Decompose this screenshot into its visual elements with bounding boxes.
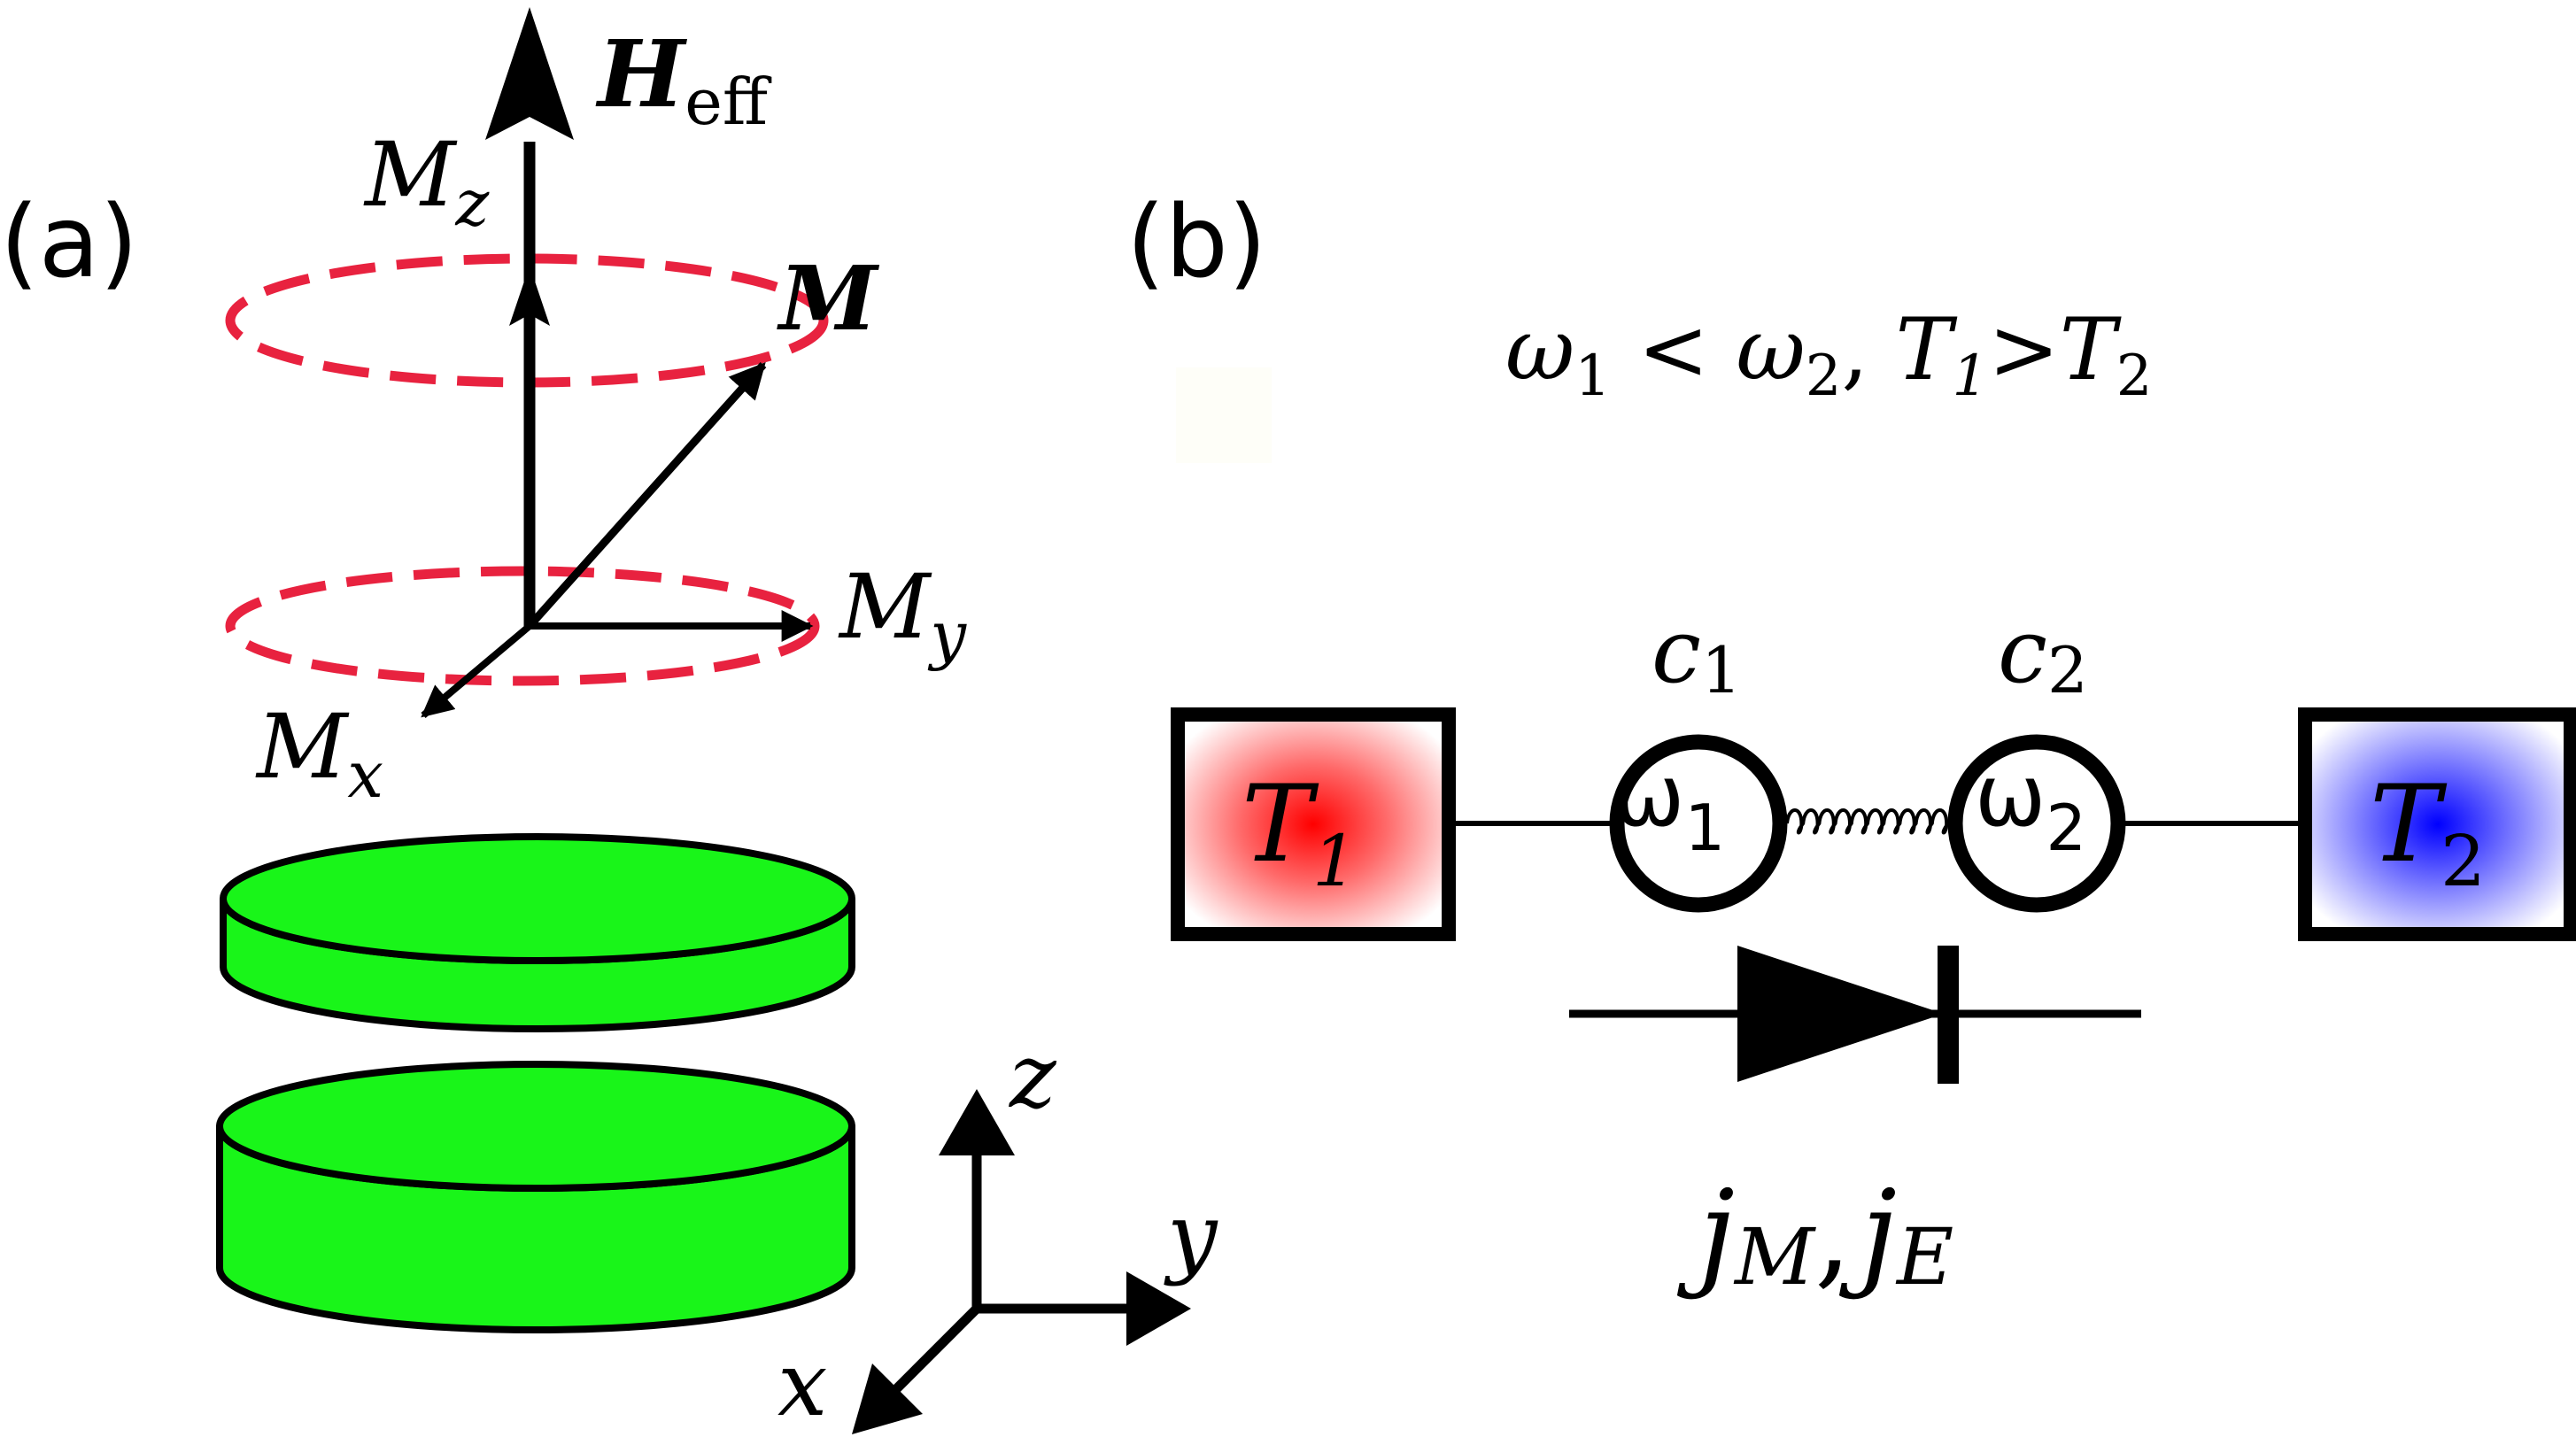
oscillator-1-label: ω1 <box>1613 746 1725 865</box>
panel-a-label: (a) <box>0 185 138 300</box>
upper-disk <box>220 833 855 1032</box>
panel-b-label: (b) <box>1126 185 1266 300</box>
m-label: M <box>777 246 880 351</box>
coupling-spring <box>1785 808 1950 835</box>
c1-label: c1 <box>1652 599 1742 707</box>
hot-bath-label: T1 <box>1242 763 1358 902</box>
lower-disk <box>216 1061 855 1333</box>
current-label: jM,jE <box>1676 1165 1953 1302</box>
oscillator-1 <box>1609 734 1788 913</box>
axis-y-label: y <box>1164 1184 1218 1287</box>
faint-square <box>1176 367 1272 463</box>
cold-bath-box <box>2298 707 2576 941</box>
oscillator-2-label: ω2 <box>1975 746 2086 865</box>
diode-symbol <box>1569 946 2141 1084</box>
mx-vector <box>421 622 532 719</box>
lower-precession-orbit <box>225 566 820 686</box>
z-axis-arrowhead <box>939 1089 1015 1155</box>
x-axis-arrowhead <box>852 1364 923 1434</box>
mz-label: Mz <box>363 123 490 240</box>
heff-label: Heff <box>595 19 772 139</box>
m-vector <box>526 361 767 630</box>
c2-label: c2 <box>1998 599 2088 707</box>
condition-text: ω1 < ω2, T1>T2 <box>1505 300 2152 409</box>
oscillator-2 <box>1947 734 2126 913</box>
axis-z-label: z <box>1009 1024 1057 1128</box>
axis-x-label: x <box>777 1333 827 1436</box>
mz-arrowhead <box>509 266 550 326</box>
heff-arrowhead <box>485 7 574 140</box>
hot-bath-box <box>1171 707 1456 941</box>
x-axis <box>893 1305 980 1393</box>
mx-label: Mx <box>255 695 383 812</box>
my-label: My <box>838 555 967 672</box>
cold-bath-label: T2 <box>2370 763 2486 902</box>
y-axis-arrowhead <box>1126 1271 1191 1346</box>
